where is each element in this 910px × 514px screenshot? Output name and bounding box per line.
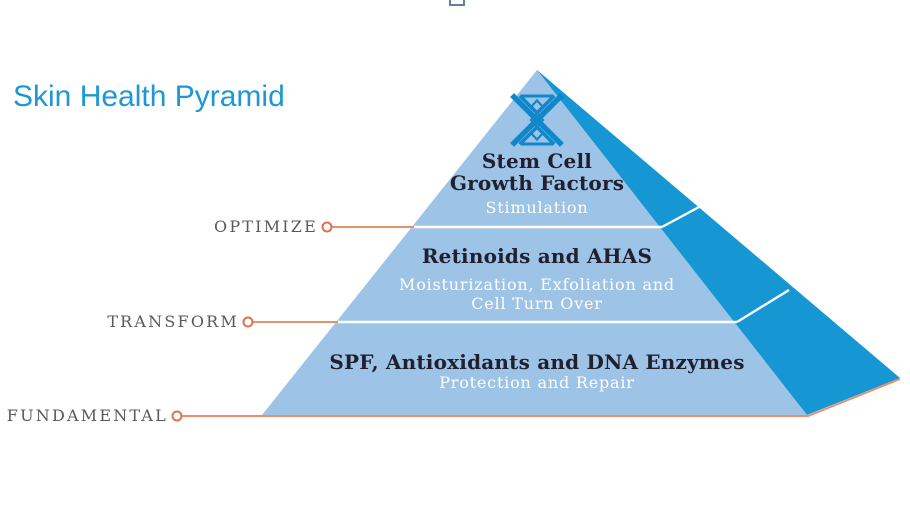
tier-2-subtitle-line-1: Moisturization, Exfoliation and bbox=[399, 275, 675, 294]
tier-2-subtitle-line-2: Cell Turn Over bbox=[471, 294, 603, 314]
tier-3-subtitle: Protection and Repair bbox=[439, 373, 635, 392]
tier-1-subtitle: Stimulation bbox=[485, 198, 589, 217]
hourglass-lattice-icon bbox=[510, 93, 564, 147]
tier-1-heading-line-2: Growth Factors bbox=[449, 171, 625, 196]
tier-2-subtitle: Moisturization, Exfoliation and Cell Tur… bbox=[287, 275, 787, 313]
pyramid-side-face bbox=[537, 70, 900, 415]
fundamental-connector-line bbox=[182, 378, 901, 417]
tier-3-heading: SPF, Antioxidants and DNA Enzymes bbox=[329, 350, 745, 374]
pyramid-front-face bbox=[262, 70, 807, 415]
optimize-connector-ring bbox=[321, 221, 333, 233]
level-label-transform: TRANSFORM bbox=[107, 312, 239, 331]
cropped-ui-artifact bbox=[449, 0, 465, 6]
tier-1-heading: Stem Cell Growth Factors bbox=[287, 150, 787, 195]
tier-divider-1-side bbox=[661, 205, 700, 229]
level-label-fundamental: FUNDAMENTAL bbox=[6, 406, 168, 425]
tier-divider-2-side bbox=[736, 288, 790, 324]
transform-connector-ring bbox=[242, 316, 254, 328]
level-label-optimize: OPTIMIZE bbox=[214, 217, 318, 236]
page-title: Skin Health Pyramid bbox=[13, 80, 285, 113]
tier-1-heading-line-1: Stem Cell bbox=[481, 149, 593, 173]
tier-2-heading: Retinoids and AHAS bbox=[421, 244, 653, 268]
fundamental-connector-ring bbox=[171, 410, 183, 422]
